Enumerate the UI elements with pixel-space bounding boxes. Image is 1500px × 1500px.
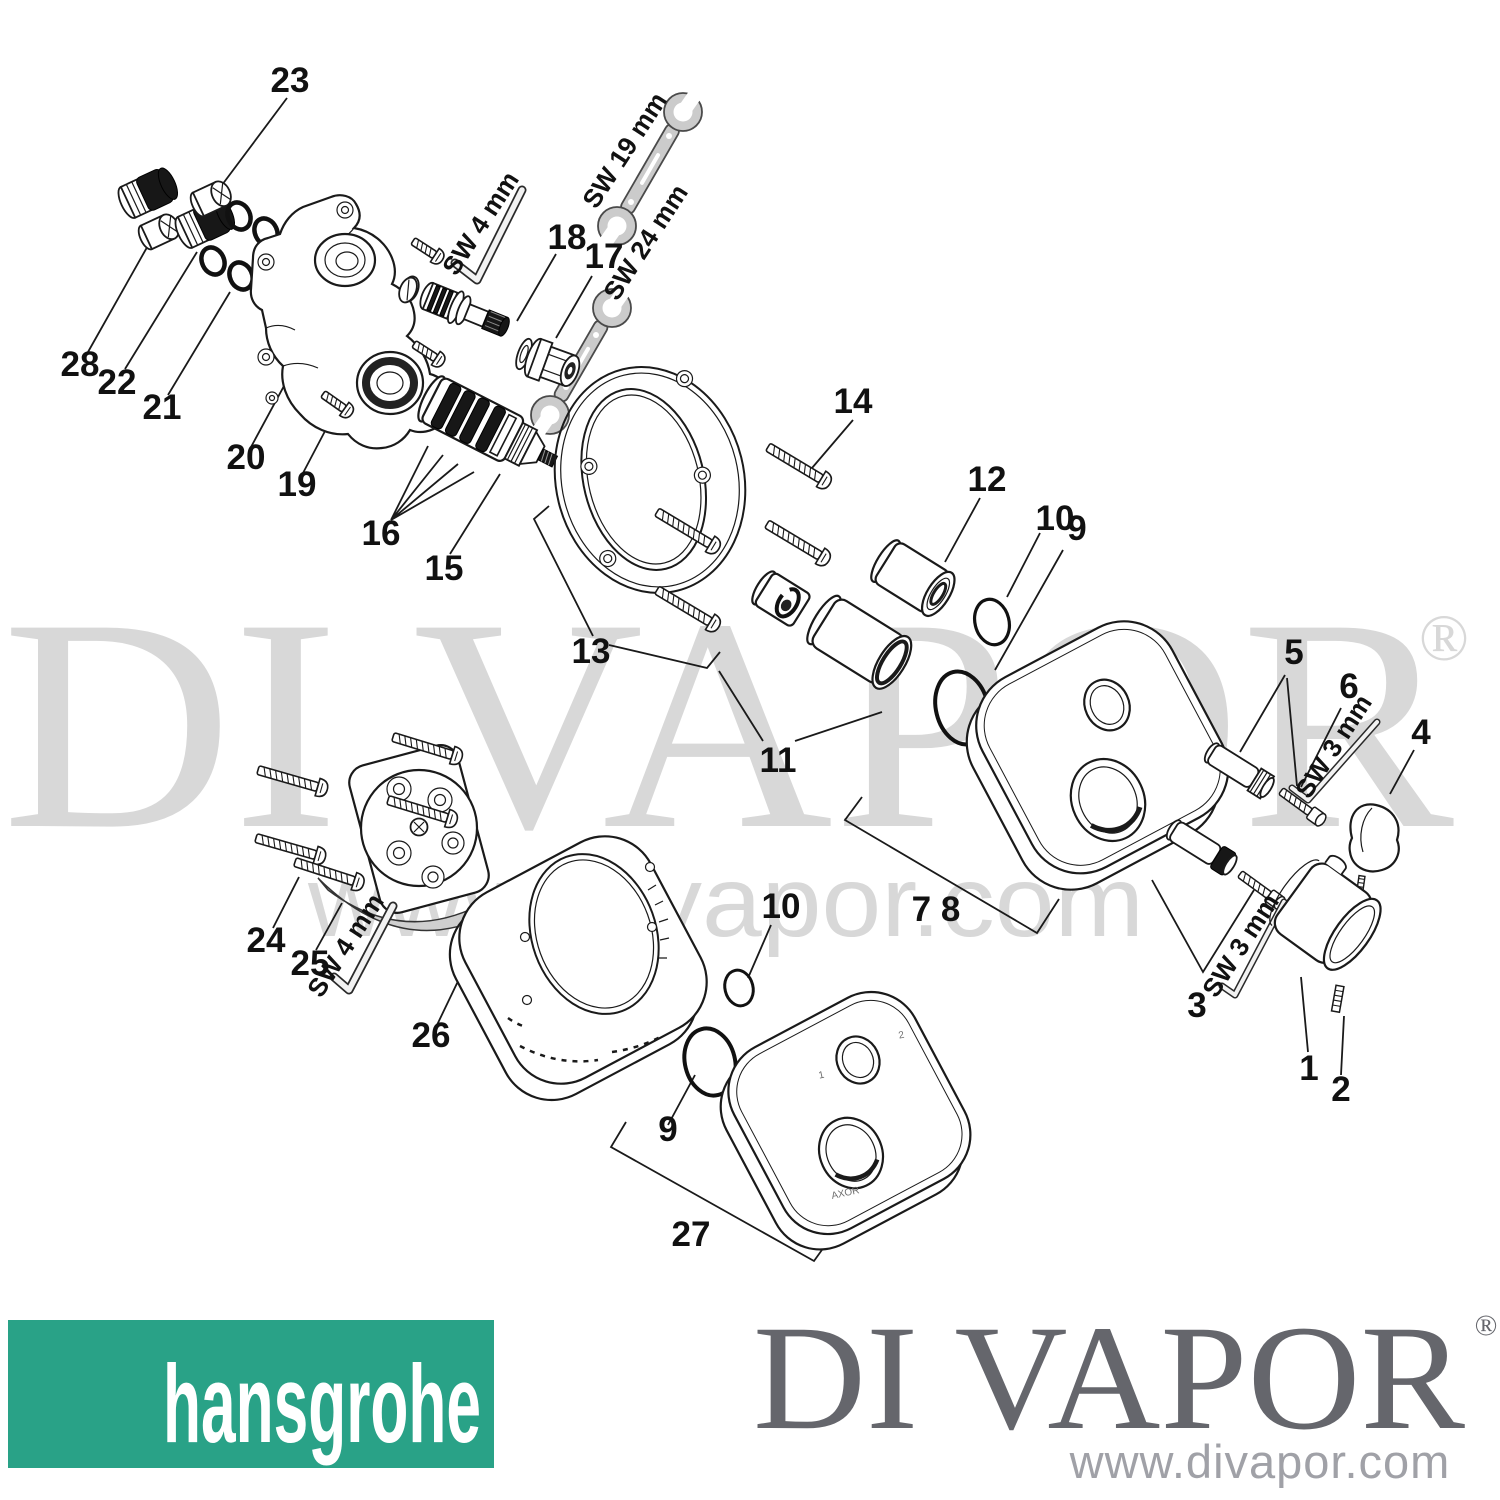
o-ring-9-lower — [682, 1026, 738, 1098]
back-plate-26 — [448, 835, 708, 1102]
hansgrohe-logo-text: hansgrohe — [163, 1343, 481, 1466]
part-number-label: 6 — [1339, 667, 1358, 706]
part-number-label: 19 — [278, 465, 317, 504]
hansgrohe-logo-background — [8, 1320, 494, 1468]
allen-key-sw4-top — [450, 185, 527, 285]
cup-11 — [806, 594, 913, 690]
stop-unit-18 — [419, 281, 510, 337]
grub-screw-2 — [1330, 984, 1345, 1014]
part-number-label: 10 — [762, 887, 801, 926]
plate-26-dotted-text — [507, 1016, 663, 1063]
allen-key-sw3-upper — [1288, 718, 1381, 804]
check-valve-28 — [113, 163, 183, 223]
part-number-label: 20 — [227, 438, 266, 477]
part-number-label: 21 — [143, 388, 182, 427]
ring-nuts — [580, 370, 711, 568]
part-number-label: 4 — [1411, 713, 1431, 752]
parts-layer — [113, 86, 1400, 1251]
divapor-logo-text: DI VAPOR — [753, 1295, 1465, 1461]
screw-14-a — [762, 438, 836, 493]
part-number-label: 22 — [98, 363, 137, 402]
part-number-label: 12 — [968, 460, 1007, 499]
o-rings-21 — [199, 200, 280, 292]
thermostat-cartridge — [417, 375, 559, 468]
divapor-registered-icon: ® — [1475, 1309, 1498, 1342]
part-number-label: 10 — [1036, 499, 1075, 538]
part-number-label: 9 — [1067, 509, 1086, 548]
watermark-registered-icon: ® — [1419, 602, 1469, 675]
part-number-label: 17 — [585, 237, 624, 276]
part-number-label: 15 — [425, 549, 464, 588]
allen-key-sw4-bottom — [329, 901, 398, 995]
watermark-text-divapor: DI VAPOR — [2, 556, 1456, 892]
part-number-label: 16 — [362, 514, 401, 553]
part-number-label: 27 — [672, 1215, 711, 1254]
part-number-label: 24 — [247, 921, 286, 960]
o-ring-10-lower — [723, 968, 755, 1008]
allen-key-sw3-lower — [1218, 898, 1288, 999]
escutcheon-holes-7-8 — [1069, 678, 1147, 843]
plug-cylinder-22 — [134, 210, 184, 253]
part-number-label: 28 — [61, 345, 100, 384]
part-number-label: 18 — [548, 218, 587, 257]
function-block-24 — [317, 744, 490, 932]
part-number-label: 7 8 — [912, 890, 961, 929]
part-number-label: 14 — [834, 382, 873, 421]
divapor-url-text: www.divapor.com — [1069, 1435, 1451, 1488]
piston-11 — [751, 570, 811, 627]
sleeve-12 — [870, 539, 956, 618]
valve-body — [249, 194, 453, 450]
front-plate-27 — [719, 990, 972, 1251]
part-number-label: 26 — [412, 1016, 451, 1055]
part-number-label: 5 — [1284, 633, 1303, 672]
part-number-label: 9 — [658, 1110, 677, 1149]
part-number-label: 2 — [1331, 1070, 1350, 1109]
screw-14-c — [651, 503, 725, 558]
part-number-label: 23 — [271, 61, 310, 100]
part-number-label: 3 — [1187, 986, 1206, 1025]
part-number-label: 25 — [291, 944, 330, 983]
screw-6 — [1278, 787, 1327, 827]
o-ring-10 — [972, 597, 1012, 647]
footer: hansgrohe DI VAPOR ® www.divapor.com — [8, 1295, 1497, 1488]
leader-lines — [87, 97, 1415, 1263]
plate-marking: 1 — [818, 1070, 826, 1082]
part-number-label: 11 — [760, 741, 797, 780]
part-number-label: 13 — [572, 632, 611, 671]
seal-ring-13 — [553, 366, 747, 594]
part-number-label: 1 — [1299, 1049, 1318, 1088]
wrench-sw19 — [596, 86, 704, 252]
stem-5 — [1203, 742, 1276, 800]
knob-1 — [1269, 854, 1382, 971]
nut-17 — [515, 337, 581, 387]
slotted-disc-18 — [398, 276, 418, 304]
stem-3 — [1165, 819, 1238, 876]
plate-marking: 2 — [898, 1030, 906, 1042]
